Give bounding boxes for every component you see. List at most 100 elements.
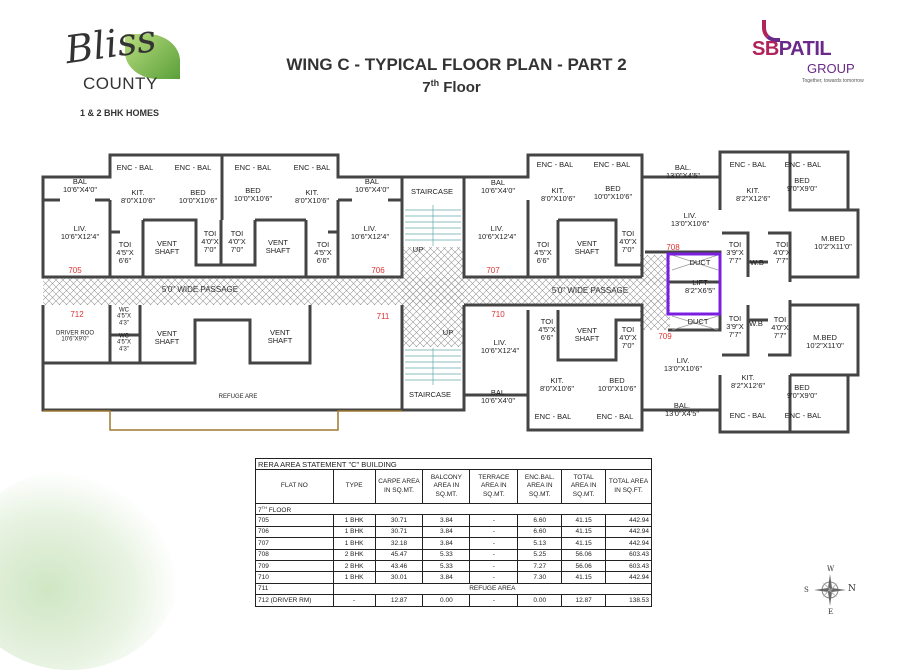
room-label-bed: BED 10'0"X10'6"	[593, 184, 633, 201]
table-cell: 442.94	[605, 537, 652, 550]
room-label-bal: BAL 10'6"X4'0"	[62, 177, 98, 194]
floor-title: 7th Floor	[0, 78, 903, 96]
room-label-enc-bal: ENC - BAL	[234, 163, 272, 173]
unit-number-711: 711	[376, 311, 390, 321]
table-cell: 138.53	[605, 594, 652, 607]
compass-e: E	[828, 608, 834, 616]
logo-name: COUNTY	[83, 74, 158, 93]
room-label-duct: DUCT	[687, 317, 709, 327]
table-cell: 709	[255, 559, 334, 573]
room-label-liv: LIV. 13'0"X10'6"	[663, 356, 703, 373]
refuge-balcony-edge	[43, 410, 402, 431]
room-label-enc-bal: ENC - BAL	[729, 160, 767, 170]
table-cell: -	[469, 559, 519, 573]
unit-number-707: 707	[486, 265, 500, 275]
column-header: CARPE AREA IN SQ.MT.	[374, 469, 424, 504]
room-label-driver-room: DRIVER ROO 10'6"X9'0"	[55, 330, 95, 343]
room-label-m-bed: M.BED 10'2"X11'0"	[814, 234, 852, 251]
logo-sb-text: SB	[752, 38, 779, 60]
table-cell: 41.15	[561, 514, 607, 527]
room-label-toi: TOI 4'5"X 6'6"	[534, 240, 552, 265]
duct-cross	[671, 254, 719, 331]
table-cell: -	[469, 571, 519, 584]
table-cell: 43.46	[374, 559, 424, 573]
table-cell: 6.60	[517, 514, 563, 527]
room-label-vent-shaft: VENT SHAFT	[574, 326, 600, 343]
cell-refuge-note: REFUGE AREA	[332, 582, 653, 596]
walls	[41, 150, 860, 434]
unit-number-709: 709	[658, 331, 672, 341]
room-label-enc-bal: ENC - BAL	[784, 160, 822, 170]
floor-plan-drawing	[41, 150, 860, 434]
table-cell: 707	[255, 537, 334, 550]
bird-icon	[762, 20, 780, 42]
table-cell: 41.15	[561, 537, 607, 550]
table-cell: -	[469, 594, 519, 607]
logo-tagline-right: Together, towards tomorrow	[802, 78, 864, 84]
passage-label: 5'0" WIDE PASSAGE	[161, 284, 239, 294]
bliss-county-logo: Bliss COUNTY 1 & 2 BHK HOMES	[55, 16, 185, 122]
floor-suffix: th	[430, 78, 440, 88]
table-cell: 56.06	[561, 548, 607, 561]
page-title: WING C - TYPICAL FLOOR PLAN - PART 2	[286, 55, 627, 74]
room-label-bed: BED 10'0"X10'6"	[597, 376, 637, 393]
room-label-wb: W.B	[749, 319, 763, 329]
table-cell: 5.33	[422, 559, 471, 573]
table-cell: 3.84	[422, 514, 471, 527]
room-label-enc-bal: ENC - BAL	[174, 163, 212, 173]
room-label-bed: BED 9'0"X9'0"	[787, 176, 817, 193]
room-label-kit: KIT. 8'0"X10'6"	[120, 188, 156, 205]
room-label-lift: LIFT 8'2"X6'5"	[685, 278, 715, 295]
floor-label-sup: TH	[261, 504, 267, 510]
logo-patil-text: PATIL	[778, 38, 832, 60]
floor-label: 7TH FLOOR	[255, 502, 652, 516]
compass-rose-icon: W S N E	[804, 565, 856, 616]
table-cell: 45.47	[374, 548, 424, 561]
table-cell: 442.94	[605, 525, 652, 539]
room-label-refuge: REFUGE ARE	[218, 393, 258, 400]
column-header: ENC.BAL. AREA IN SQ.MT.	[517, 469, 563, 504]
floor-label-num: 7	[258, 506, 262, 514]
sb-patil-logo: SBPATIL GROUP Together, towards tomorrow	[752, 20, 872, 95]
table-cell: 5.33	[422, 548, 471, 561]
rera-area-table: RERA AREA STATEMENT "C" BUILDING FLAT NO…	[255, 458, 653, 607]
table-cell: -	[469, 525, 519, 539]
table-cell: 0.00	[517, 594, 563, 607]
table-cell: 710	[255, 571, 334, 584]
table-cell: -	[469, 514, 519, 527]
room-label-toi: TOI 4'0"X 7'7"	[773, 240, 791, 265]
room-label-kit: KIT. 8'0"X10'6"	[294, 188, 330, 205]
room-label-enc-bal: ENC - BAL	[536, 160, 574, 170]
floor-number: 7	[422, 79, 431, 96]
table-cell: 6.60	[517, 525, 563, 539]
table-cell: -	[469, 548, 519, 561]
table-cell: 442.94	[605, 514, 652, 527]
room-label-enc-bal: ENC - BAL	[593, 160, 631, 170]
room-label-up: UP	[442, 328, 454, 338]
table-cell: 712 (DRIVER RM)	[255, 594, 334, 607]
table-cell: 603.43	[605, 559, 652, 573]
room-label-enc-bal: ENC - BAL	[116, 163, 154, 173]
room-label-toi: TOI 4'5"X 6'6"	[314, 240, 332, 265]
room-label-toi: TOI 4'0"X 7'7"	[771, 315, 789, 340]
table-cell: 30.71	[374, 514, 424, 527]
room-label-vent-shaft: VENT SHAFT	[154, 329, 180, 346]
unit-number-708: 708	[666, 242, 680, 252]
column-header: TYPE	[332, 469, 376, 504]
room-label-enc-bal: ENC - BAL	[534, 412, 572, 422]
column-header: TERRACE AREA IN SQ.MT.	[469, 469, 519, 504]
table-cell: 442.94	[605, 571, 652, 584]
room-label-toi: TOI 3'9"X 7'7"	[726, 314, 744, 339]
room-label-vent-shaft: VENT SHAFT	[267, 328, 293, 345]
compass-s: S	[804, 586, 809, 594]
table-cell: 0.00	[422, 594, 471, 607]
room-label-vent-shaft: VENT SHAFT	[574, 239, 600, 256]
room-label-staircase: STAIRCASE	[409, 390, 451, 400]
room-label-wc: WC 4'5"X 4'3"	[117, 307, 131, 327]
logo-sb: SBPATIL	[752, 38, 832, 61]
